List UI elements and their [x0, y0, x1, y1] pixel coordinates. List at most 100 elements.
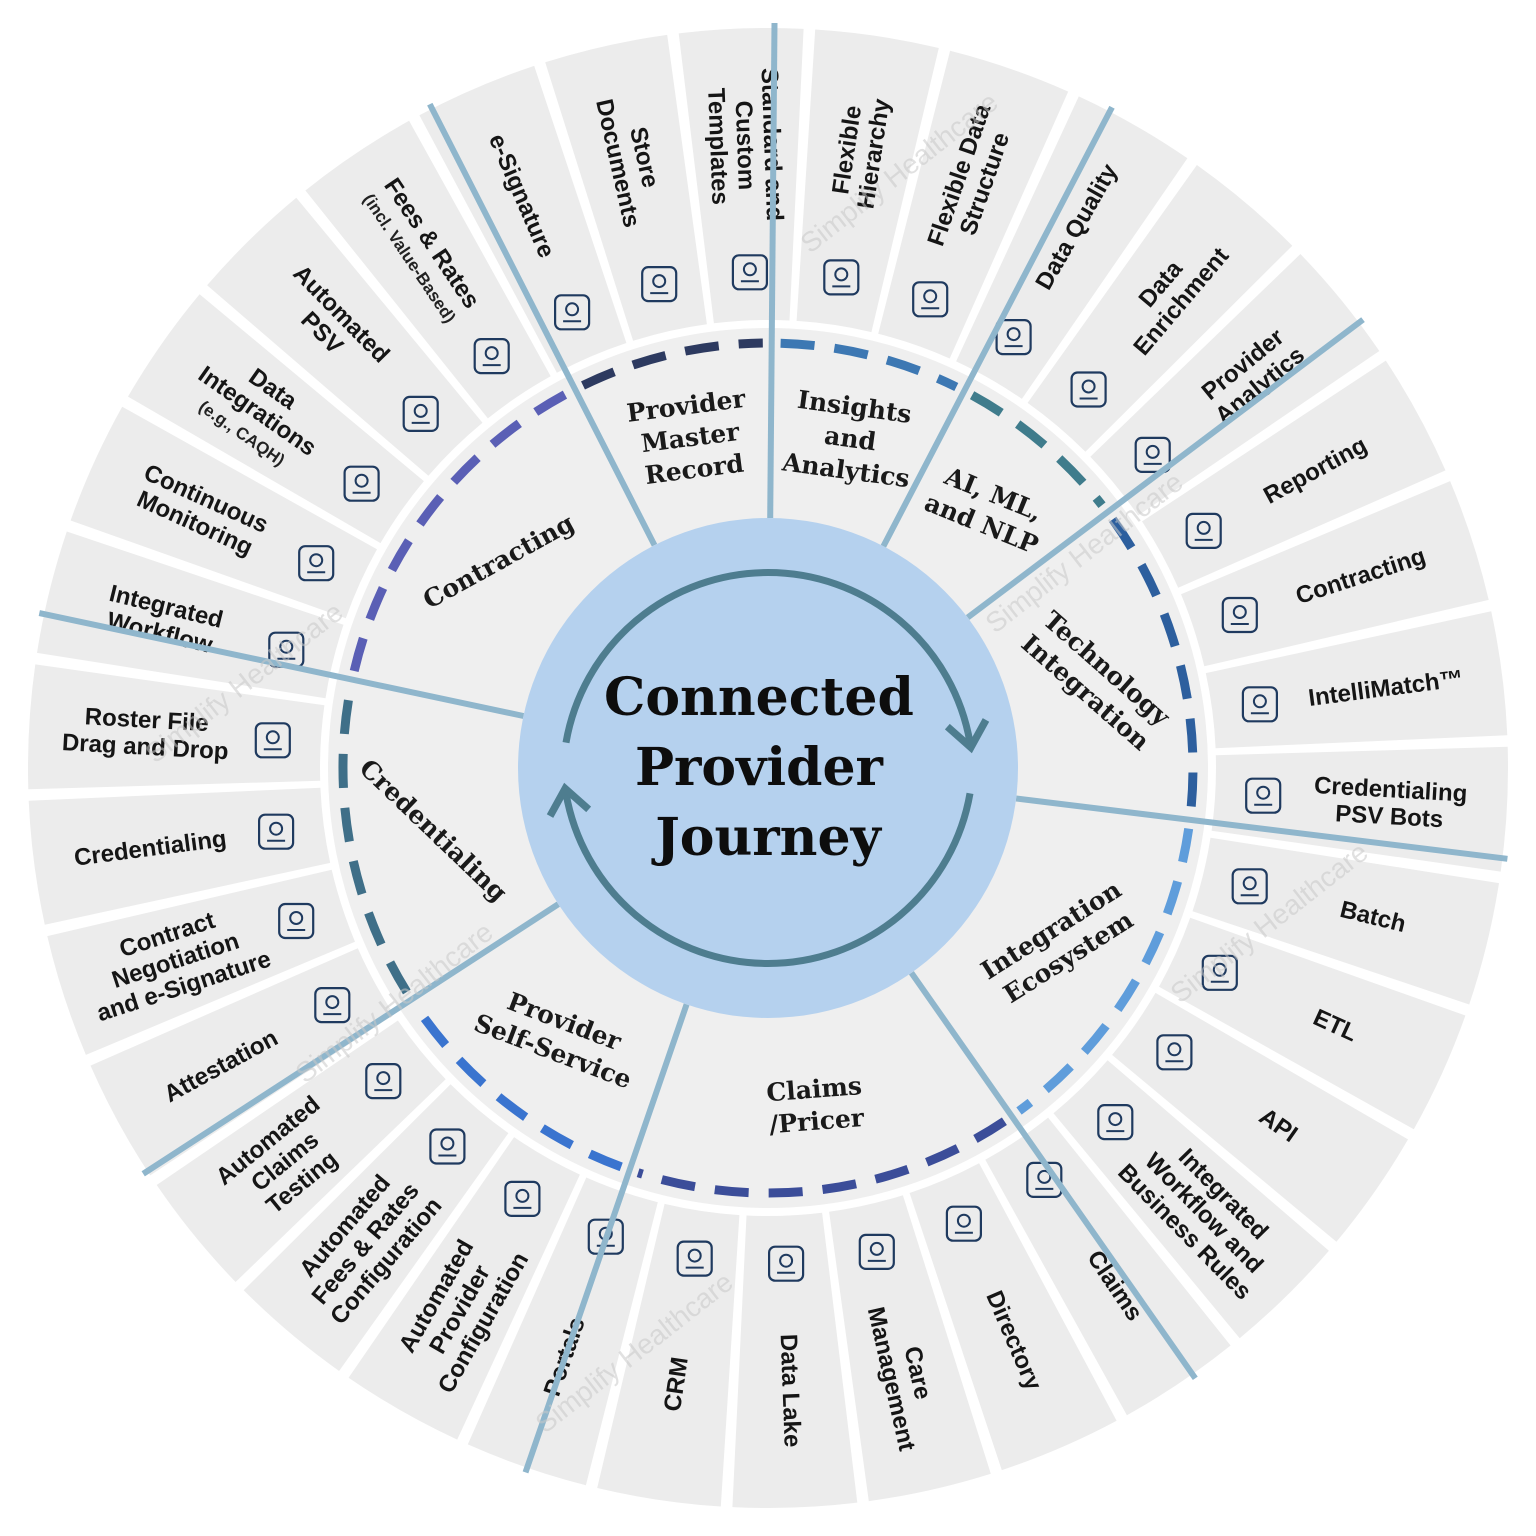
sector-dash-arc [338, 687, 411, 995]
tile-background [28, 787, 331, 925]
sector-divider [427, 102, 658, 547]
tile-background [90, 948, 394, 1176]
gears-cycle-icon [402, 395, 439, 432]
feature-tile: CareManagement [829, 1195, 991, 1502]
feature-tile: Reporting [1142, 360, 1446, 588]
globe-monitor-icon [1070, 371, 1107, 408]
feature-label: CredentialingPSV Bots [1312, 772, 1468, 834]
quality-report-icon [995, 319, 1032, 356]
sector-dash-arc [636, 1117, 1007, 1198]
sector-divider [767, 22, 778, 519]
monitor-eye-icon [298, 545, 335, 582]
tile-background [348, 1137, 580, 1440]
certificate-icon [258, 813, 295, 850]
feature-tile: Credentialing [28, 787, 331, 925]
sector-dash-arc [349, 389, 570, 673]
sector-dash-arc [1016, 827, 1194, 1115]
tile-background [1090, 254, 1380, 516]
tile-background [1205, 611, 1508, 749]
tile-background [796, 29, 939, 333]
tile-background [1142, 360, 1446, 588]
center-title: Connected Provider Journey [604, 667, 932, 868]
feature-label: Standard andCustomTemplates [702, 67, 789, 223]
feature-label-line: Custom [730, 100, 760, 190]
center-title-line: Provider [635, 737, 884, 798]
feature-tile: Flexible DataStructure [878, 50, 1069, 359]
contract-handshake-icon [278, 902, 315, 940]
cycle-arrow-left [546, 782, 974, 967]
roster-file-icon [254, 722, 291, 759]
cycle-arrow-right [562, 569, 990, 754]
sector-label: ProviderMasterRecord [625, 384, 756, 492]
tile-background [732, 1212, 858, 1508]
tile-background [597, 1203, 740, 1507]
report-chart-icon [1185, 512, 1222, 550]
tile-background [1192, 837, 1499, 1005]
hub-circle [518, 518, 1018, 1018]
tile-background [1211, 746, 1509, 872]
tile-background [1159, 917, 1466, 1130]
fees-list-icon [473, 338, 510, 375]
tile-background [156, 1020, 446, 1282]
feature-label-line: Templates [702, 87, 733, 205]
feature-tile: Directory [909, 1163, 1117, 1471]
claims-test-icon [365, 1062, 402, 1100]
feature-label-line: Data Lake [775, 1333, 806, 1447]
feature-tile: CredentialingPSV Bots [1211, 746, 1509, 872]
feature-tile: IntelliMatch™ [1205, 611, 1508, 749]
feature-tile: Contracting [1181, 481, 1489, 667]
tile-background [207, 197, 483, 476]
sector-dash-arc [969, 391, 1106, 508]
tile-background [1053, 1060, 1329, 1339]
data-lake-icon [767, 1245, 805, 1282]
document-storage-icon [641, 266, 678, 303]
sector-label-line: and [823, 421, 878, 457]
chip-icon [1241, 686, 1279, 723]
attestation-icon [314, 986, 351, 1024]
sector-divider [38, 610, 525, 719]
tile-background [956, 96, 1188, 399]
etl-icon [1201, 954, 1238, 991]
sector-divider [965, 317, 1365, 620]
sector-divider [880, 105, 1115, 548]
feature-tile: CRM [597, 1203, 740, 1507]
directory-icon [945, 1205, 983, 1242]
sector-divider [522, 1003, 690, 1474]
config-monitor-icon [504, 1180, 541, 1218]
template-icon [731, 254, 769, 291]
tile-background [1112, 992, 1408, 1242]
tile-background [70, 406, 377, 619]
api-network-icon [1156, 1034, 1193, 1071]
tile-background [1181, 481, 1489, 667]
feature-tile: ContractNegotiationand e-Signature [47, 869, 356, 1055]
feature-tile: API [1112, 992, 1408, 1242]
feature-tile: ETL [1159, 917, 1466, 1130]
sector-dash-arc [581, 338, 763, 390]
tile-background [1027, 165, 1293, 452]
feature-label-line: PSV Bots [1335, 800, 1444, 833]
tile-background [37, 531, 344, 699]
folder-structure-icon [912, 281, 949, 318]
crm-gear-icon [676, 1240, 713, 1277]
hierarchy-icon [823, 259, 860, 296]
database-integration-icon [343, 465, 380, 502]
handshake-document-icon [1221, 596, 1258, 634]
feature-tile: Attestation [90, 948, 394, 1176]
analytics-icon [1134, 436, 1171, 473]
feature-tile: Batch [1192, 837, 1499, 1005]
center-title-line: Connected [604, 667, 914, 728]
feature-tile: DataEnrichment [1027, 165, 1293, 452]
batch-stack-icon [1231, 868, 1268, 905]
tile-background [545, 34, 707, 341]
workflow-gear-icon [1097, 1103, 1134, 1141]
tile-background [27, 664, 325, 790]
feature-tile: Data Quality [956, 96, 1188, 399]
feature-tile: StoreDocuments [545, 34, 707, 341]
fees-cycle-icon [429, 1128, 466, 1165]
care-hands-icon [858, 1233, 895, 1271]
esignature-icon [553, 294, 591, 331]
center-title-line: Journey [651, 807, 882, 868]
sector-divider [908, 971, 1198, 1381]
bot-shield-icon [1245, 777, 1282, 814]
